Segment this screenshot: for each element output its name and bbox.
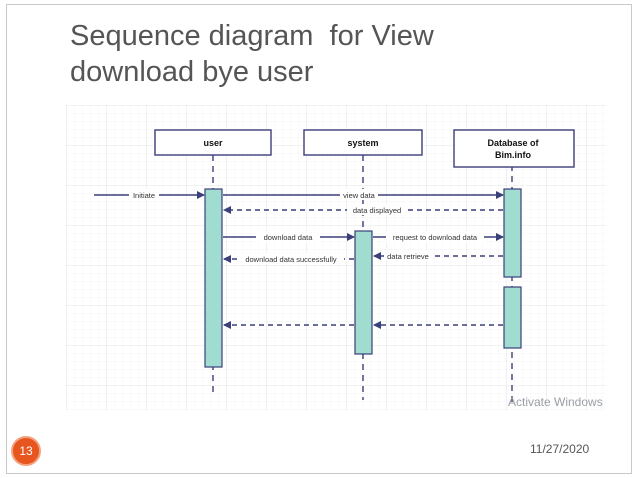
activation-system — [354, 230, 373, 355]
sequence-diagram: user system Database of Bim.info Initiat… — [66, 105, 606, 410]
participant-user: user — [154, 129, 272, 156]
activation-user — [204, 188, 223, 368]
message-data-retrieve: data retrieve — [373, 250, 503, 261]
activation-database-2 — [503, 286, 522, 349]
message-request-download-label: request to download data — [393, 233, 478, 242]
participant-database-label-2: Bim.info — [495, 150, 531, 160]
message-initiate-label: Initiate — [133, 191, 155, 200]
message-download-data: download data — [223, 231, 355, 242]
message-download-data-label: download data — [264, 233, 314, 242]
slide-title: Sequence diagram for View download bye u… — [70, 18, 590, 90]
message-download-success: download data successfully — [223, 253, 354, 264]
activate-windows-text: Activate Windows — [508, 395, 603, 409]
message-request-download: request to download data — [373, 231, 504, 242]
activation-database-1 — [503, 188, 522, 278]
activate-windows-subtext — [508, 409, 603, 413]
message-download-success-label: download data successfully — [245, 255, 337, 264]
slide-number-badge: 13 — [11, 436, 41, 466]
slide-title-line-2: download bye user — [70, 56, 314, 88]
sequence-diagram-canvas: user system Database of Bim.info Initiat… — [66, 105, 606, 410]
participant-system-label: system — [347, 138, 378, 148]
participant-system: system — [303, 129, 423, 156]
activate-windows-watermark: Activate Windows — [508, 395, 603, 413]
message-initiate: Initiate — [94, 189, 205, 200]
message-view-data: view data — [223, 189, 504, 200]
participant-user-label: user — [203, 138, 223, 148]
message-data-displayed-label: data displayed — [353, 206, 401, 215]
message-view-data-label: view data — [343, 191, 376, 200]
slide-date: 11/27/2020 — [530, 442, 590, 456]
slide-title-line-1: Sequence diagram for View — [70, 20, 434, 52]
message-data-retrieve-label: data retrieve — [387, 252, 429, 261]
message-data-displayed: data displayed — [223, 204, 503, 215]
participant-database-label-1: Database of — [487, 138, 539, 148]
participant-database: Database of Bim.info — [453, 129, 575, 168]
